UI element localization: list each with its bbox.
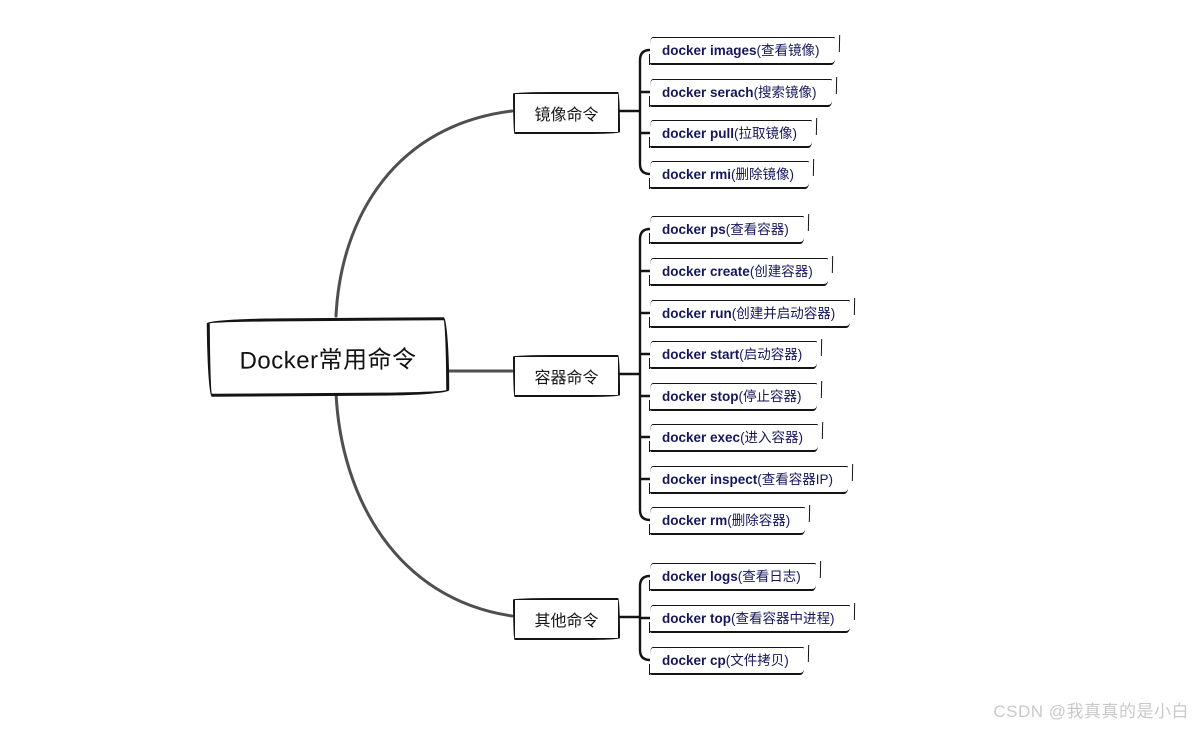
leaf-node-docker-serach: docker serach(搜索镜像) [649,79,832,107]
root-node: Docker常用命令 [206,317,450,397]
command-text: docker images [662,43,757,58]
leaf-node-docker-rm: docker rm(删除容器) [648,507,806,535]
command-text: docker start [662,347,740,362]
command-text: docker cp [662,653,726,668]
leaf-node-docker-inspect: docker inspect(查看容器IP) [648,466,849,494]
bracket-other-commands [613,574,652,662]
command-note: (搜索镜像) [753,85,817,100]
command-text: docker pull [662,126,735,141]
command-note: (查看容器) [725,222,789,237]
leaf-node-docker-logs: docker logs(查看日志) [649,563,816,591]
command-text: docker stop [662,389,739,404]
command-text: docker serach [662,85,754,100]
command-note: (停止容器) [738,389,802,404]
command-note: (查看镜像) [756,43,820,58]
command-text: docker inspect [662,472,758,487]
curve-root-to-image-commands [334,109,514,318]
command-note: (查看容器中进程) [731,611,835,626]
leaf-node-docker-pull: docker pull(拉取镜像) [648,120,813,148]
command-note: (启动容器) [739,347,803,362]
command-text: docker rm [662,513,728,528]
command-note: (文件拷贝) [725,653,789,668]
leaf-node-docker-start: docker start(启动容器) [648,341,818,369]
command-text: docker rmi [662,167,732,182]
branch-label: 其他命令 [534,613,599,630]
leaf-node-docker-exec: docker exec(进入容器) [648,424,819,452]
command-note: (查看容器IP) [757,472,834,487]
command-note: (删除容器) [727,513,791,528]
branch-node-other-commands: 其他命令 [513,598,620,640]
branch-label: 容器命令 [534,370,599,387]
branch-node-image-commands: 镜像命令 [513,92,620,134]
command-note: (创建并启动容器) [731,306,836,321]
leaf-node-docker-run: docker run(创建并启动容器) [648,300,851,328]
branch-node-container-commands: 容器命令 [513,355,620,397]
leaf-node-docker-ps: docker ps(查看容器) [649,216,804,244]
command-text: docker run [662,306,732,321]
leaf-node-docker-top: docker top(查看容器中进程) [649,605,850,633]
bracket-image-commands [613,48,652,176]
command-note: (查看日志) [737,569,801,584]
bracket-container-commands [613,227,652,522]
leaf-node-docker-create: docker create(创建容器) [649,258,828,286]
command-note: (拉取镜像) [734,126,798,141]
command-note: (进入容器) [740,430,804,445]
leaf-node-docker-rmi: docker rmi(删除镜像) [648,161,810,189]
leaf-node-docker-images: docker images(查看镜像) [649,37,835,65]
command-note: (创建容器) [749,264,813,279]
root-node-label: Docker常用命令 [239,345,417,375]
curve-root-to-other-commands [334,391,514,618]
leaf-node-docker-cp: docker cp(文件拷贝) [649,647,804,675]
leaf-node-docker-stop: docker stop(停止容器) [649,383,817,411]
command-text: docker create [662,264,750,279]
command-text: docker logs [662,569,738,584]
branch-label: 镜像命令 [534,107,599,124]
command-text: docker ps [662,222,726,237]
watermark: CSDN @我真真的是小白 [993,702,1189,721]
command-text: docker top [662,611,732,626]
command-text: docker exec [662,430,741,445]
command-note: (删除镜像) [731,167,795,182]
